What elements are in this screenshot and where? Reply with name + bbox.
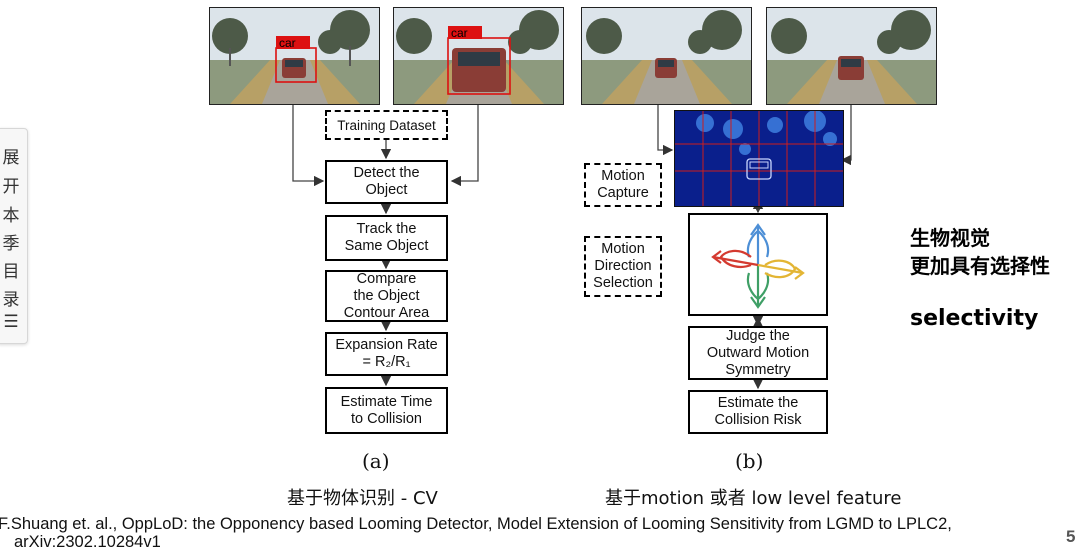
table-of-contents-tab[interactable]: 展 开 本 季 目 录 ☰ [0,128,28,344]
subfigure-label-a: (a) [362,449,390,473]
toc-char: 录 [2,290,20,310]
side-text-line3: selectivity [910,306,1039,331]
compare-contour-box: Compare the Object Contour Area [325,270,448,322]
subfigure-label-b: (b) [735,449,764,473]
toc-char: 本 [2,206,20,226]
track-object-box: Track the Same Object [325,215,448,261]
toc-char: 季 [2,234,20,254]
caption-a: 基于物体识别 - CV [287,488,438,509]
motion-capture-box: Motion Capture [584,163,662,207]
road-photo-detect-2: car [393,7,564,105]
reference-line2: arXiv:2302.10284v1 [14,533,161,551]
page-number: 5 [1066,527,1076,546]
side-text-line2: 更加具有选择性 [910,254,1050,278]
detect-label: car [451,26,468,40]
toc-menu-icon: ☰ [3,312,19,332]
motion-map-image [674,110,844,207]
detect-label: car [279,36,296,50]
road-photo-motion-1 [581,7,752,105]
detect-object-box: Detect the Object [325,160,448,204]
estimate-time-box: Estimate Time to Collision [325,387,448,434]
road-photo-motion-2 [766,7,937,105]
toc-char: 展 [2,148,20,168]
motion-direction-box: Motion Direction Selection [584,236,662,297]
road-photo-detect-1: car [209,7,380,105]
training-dataset-box: Training Dataset [325,110,448,140]
motion-direction-diagram [688,213,828,316]
judge-symmetry-box: Judge the Outward Motion Symmetry [688,326,828,380]
estimate-risk-box: Estimate the Collision Risk [688,390,828,434]
expansion-rate-box: Expansion Rate = R₂/R₁ [325,332,448,376]
caption-b: 基于motion 或者 low level feature [605,488,902,509]
toc-char: 目 [2,262,20,282]
toc-char: 开 [2,177,20,197]
reference-line1: F.Shuang et. al., OppLoD: the Opponency … [0,515,952,533]
side-text-line1: 生物视觉 [910,226,990,250]
